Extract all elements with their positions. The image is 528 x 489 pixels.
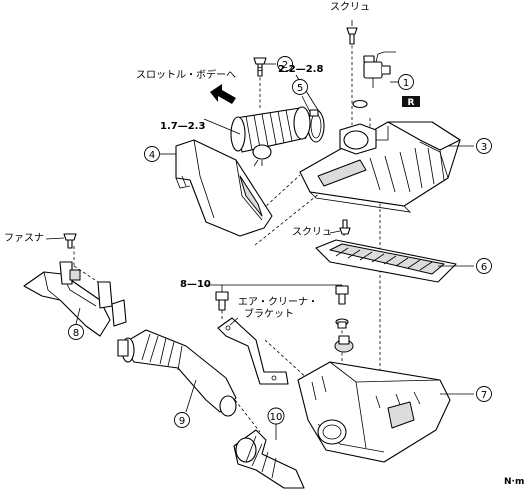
resonator-part-4 [175,139,273,237]
screw-top-icon [346,27,358,45]
upper-case-part-3 [299,121,461,213]
svg-text:3: 3 [481,142,487,153]
svg-text:5: 5 [297,83,303,94]
callout-9: 9 [174,412,190,428]
bolt-right-icon [335,285,349,305]
grommet-icon [335,318,349,329]
callout-8: 8 [68,324,84,340]
replace-badge-text: R [408,98,415,108]
svg-text:1: 1 [403,78,409,89]
to-throttle-body-label: スロットル・ボデーへ [136,70,236,81]
callout-6: 6 [476,258,492,274]
torque-label-8-10: 8—10 [180,279,211,290]
bolt-part-2 [253,57,267,77]
duct-part-8 [23,261,127,337]
callout-4: 4 [144,146,160,162]
svg-text:9: 9 [179,416,185,427]
hose-part-9 [117,329,237,417]
callout-3: 3 [476,138,492,154]
svg-text:2: 2 [282,60,288,71]
callout-2: 2 [277,56,293,72]
torque-label-2-2-2-8: 2.2—2.8 [278,64,324,75]
bracket-label-line1: エア・クリーナ・ [238,297,318,308]
unit-label: N·m [504,477,525,487]
callout-5: 5 [292,79,308,95]
svg-text:10: 10 [270,412,283,423]
svg-text:4: 4 [149,150,155,161]
callout-10: 10 [267,407,285,425]
bolt-left-icon [215,291,229,311]
bracket-label-line2: ブラケット [244,309,294,320]
rubber-mount-icon [334,335,354,353]
screw-mid-icon [339,219,351,235]
lower-case-part-7 [297,361,451,463]
callout-7: 7 [476,386,492,402]
sensor-part-1 [352,51,396,109]
svg-text:8: 8 [73,328,79,339]
leader-lines [45,20,474,440]
torque-label-1-7-2-3: 1.7—2.3 [160,121,206,132]
direction-arrow-icon [210,84,236,104]
svg-text:7: 7 [481,390,487,401]
elbow-part-10 [233,429,305,489]
bracket-part [217,317,289,385]
screw-mid-label: スクリュ [292,227,332,238]
svg-text:6: 6 [481,262,487,273]
fastener-icon [63,233,77,249]
replace-badge [402,96,420,107]
intake-hose-bellows [230,106,311,167]
clamp-part-5 [307,109,325,143]
fastener-label: ファスナ [4,233,44,244]
filter-element-part-6 [315,239,457,283]
screw-top-label: スクリュ [330,2,370,13]
callout-1: 1 [398,74,414,90]
